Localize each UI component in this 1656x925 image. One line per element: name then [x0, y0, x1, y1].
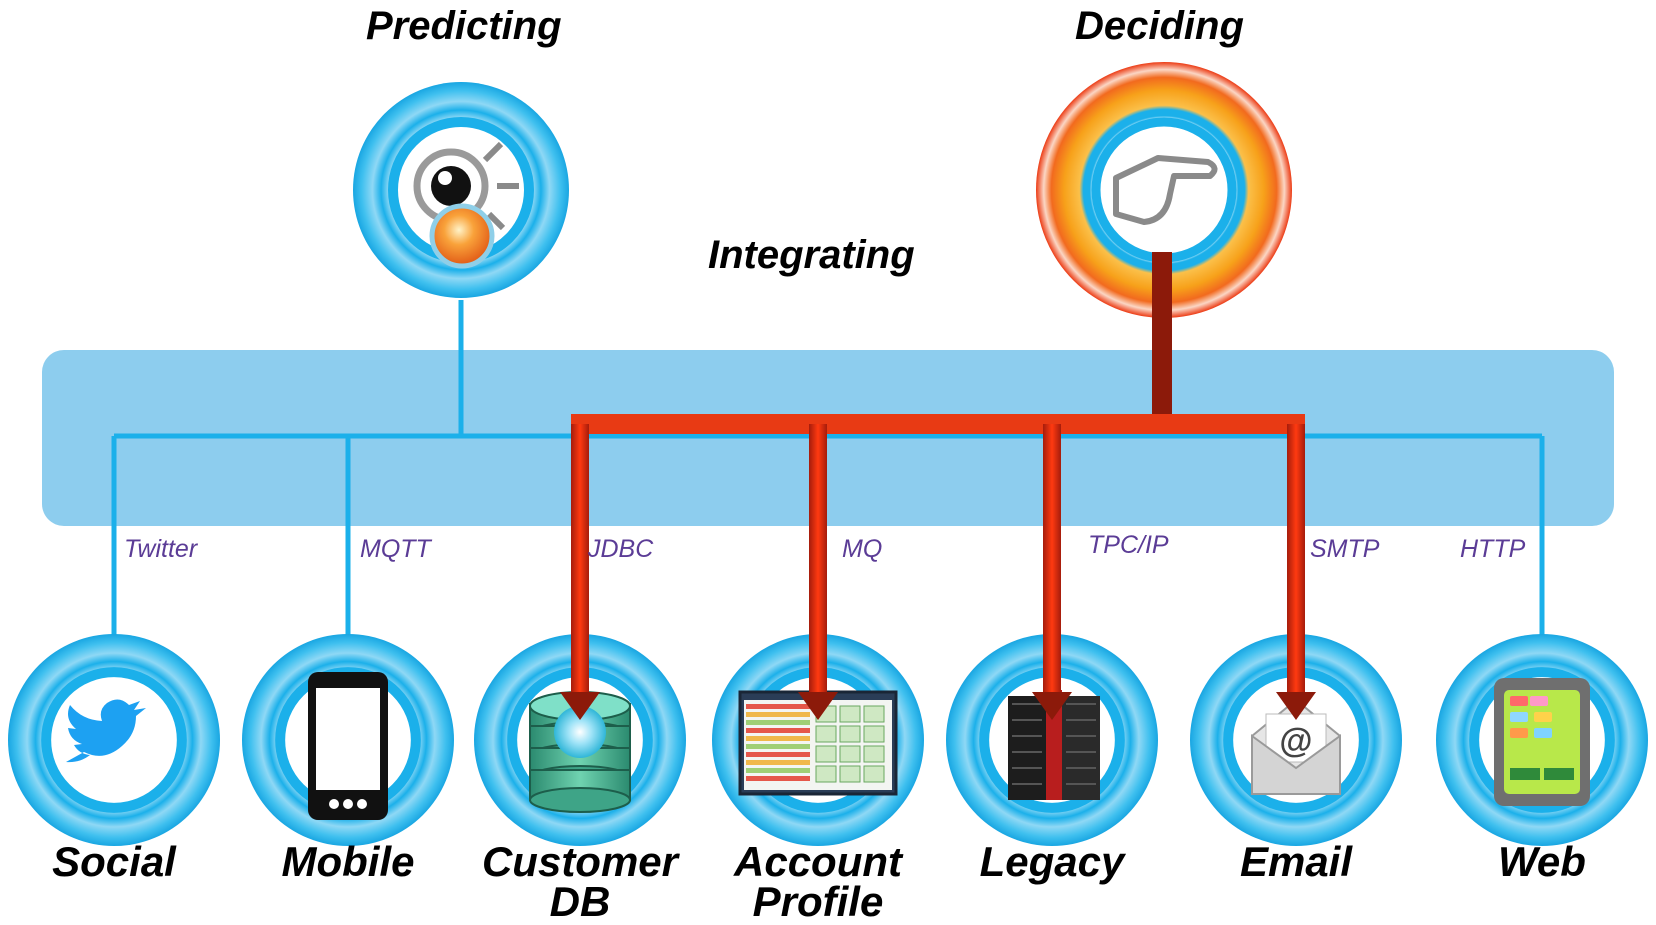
protocol-label: JDBC	[588, 535, 654, 563]
node-label: Web	[1498, 838, 1586, 885]
node-5	[946, 634, 1158, 846]
protocol-label: HTTP	[1460, 535, 1526, 563]
predicting-heading: Predicting	[366, 4, 562, 48]
decision-arrow-shaft	[571, 424, 589, 698]
protocol-label: TPC/IP	[1088, 531, 1169, 559]
node-label: Customer DB	[481, 838, 679, 925]
node-label: Legacy	[979, 838, 1125, 885]
decision-arrowhead	[1032, 692, 1072, 720]
mobile-phone-icon	[308, 672, 388, 820]
node-2	[242, 634, 454, 846]
node-1	[8, 634, 220, 846]
node-label: Email	[1239, 838, 1353, 885]
twitter-bird-icon	[66, 699, 146, 763]
deciding-heading: Deciding	[1075, 4, 1244, 48]
decision-arrowhead	[560, 692, 600, 720]
prediction-orb	[429, 203, 495, 269]
pointing-hand-icon	[1113, 155, 1218, 225]
protocol-label: MQTT	[360, 535, 431, 563]
web-tablet-icon	[1494, 678, 1590, 806]
protocol-label: MQ	[842, 535, 883, 563]
node-7	[1436, 634, 1648, 846]
node-label: Social	[52, 838, 176, 885]
deciding-stem	[1152, 252, 1172, 424]
node-label: Mobile	[281, 838, 415, 885]
node-4	[712, 634, 924, 846]
decision-arrow-shaft	[1287, 424, 1305, 698]
svg-text:@: @	[1279, 722, 1312, 760]
predicting-node	[353, 82, 569, 298]
email-envelope-icon: @	[1251, 698, 1341, 795]
node-6: @	[1190, 634, 1402, 846]
node-label: Account Profile	[734, 838, 902, 925]
protocol-label: Twitter	[124, 535, 198, 563]
decision-flow-bar	[571, 414, 1305, 434]
decision-arrowhead	[1276, 692, 1316, 720]
decision-arrow-shaft	[1043, 424, 1061, 698]
decision-arrow-shaft	[809, 424, 827, 698]
mainframe-server-icon	[1008, 690, 1100, 800]
protocol-label: SMTP	[1310, 535, 1380, 563]
decision-arrowhead	[798, 692, 838, 720]
integrating-heading: Integrating	[708, 233, 915, 277]
